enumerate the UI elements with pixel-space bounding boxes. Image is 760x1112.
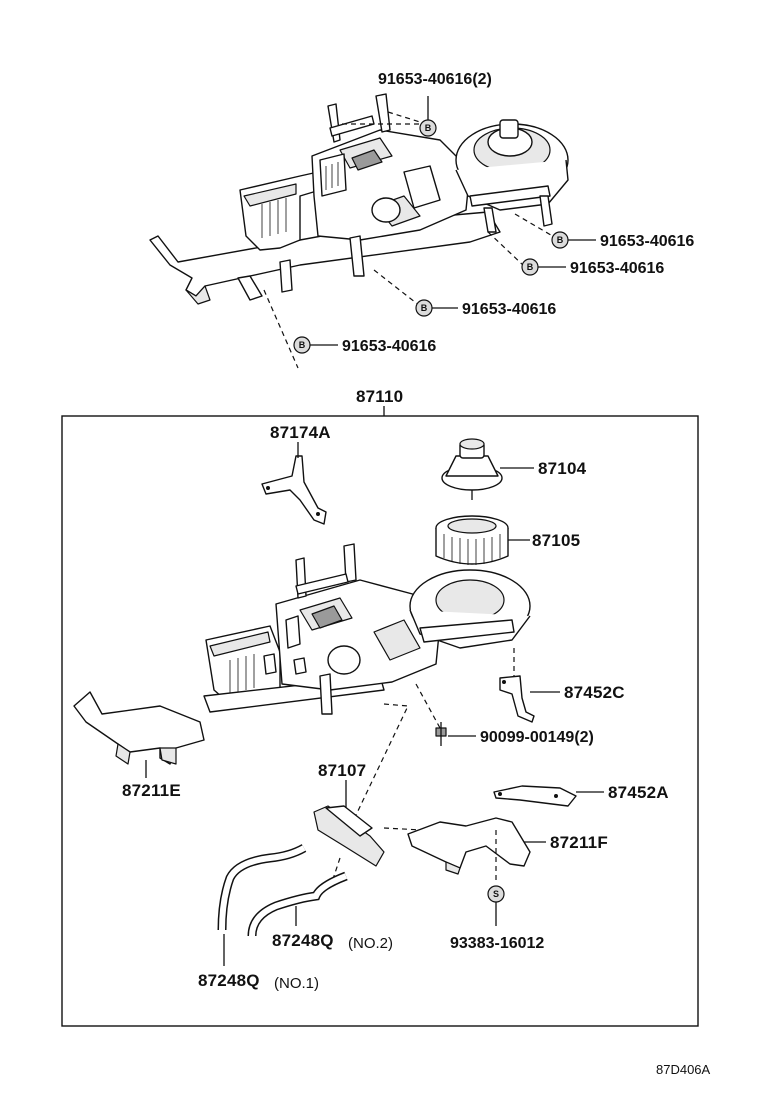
svg-text:S: S [493, 889, 499, 899]
svg-text:(NO.2): (NO.2) [348, 935, 393, 952]
svg-text:91653-40616: 91653-40616 [600, 233, 694, 250]
callout-91653-40616-b: B 91653-40616 [521, 258, 664, 277]
svg-text:B: B [557, 235, 564, 245]
part-87248Q-no2: 87248Q (NO.2) [247, 857, 393, 952]
svg-text:87107: 87107 [318, 761, 366, 780]
part-87105: 87105 [435, 515, 580, 565]
assembly-label: 87110 [356, 387, 403, 406]
diagram-code: 87D406A [656, 1062, 711, 1077]
svg-text:90099-00149(2): 90099-00149(2) [480, 729, 594, 746]
svg-text:93383-16012: 93383-16012 [450, 935, 544, 952]
part-87107: 87107 [313, 703, 409, 867]
svg-text:87211E: 87211E [122, 781, 181, 800]
part-87211E: 87211E [73, 691, 205, 800]
svg-text:87452C: 87452C [564, 683, 625, 702]
svg-text:87248Q: 87248Q [198, 971, 260, 990]
assembly-box [61, 415, 699, 1027]
callout-91653-40616-a: B 91653-40616 [551, 231, 694, 250]
svg-text:87211F: 87211F [550, 833, 608, 852]
callout-91653-40616-2: B 91653-40616(2) [378, 71, 492, 137]
part-87211F: 87211F [383, 817, 608, 884]
callout-91653-40616-d: B 91653-40616 [293, 336, 436, 355]
svg-text:B: B [527, 262, 534, 272]
top-heater-blower-assembly [149, 93, 569, 305]
svg-text:87104: 87104 [538, 459, 587, 478]
callout-91653-40616-c: B 91653-40616 [415, 299, 556, 318]
svg-text:91653-40616: 91653-40616 [570, 260, 664, 277]
svg-text:87105: 87105 [532, 531, 580, 550]
top-leaders [263, 96, 596, 369]
svg-text:91653-40616: 91653-40616 [342, 338, 436, 355]
svg-text:B: B [299, 340, 306, 350]
svg-text:(NO.1): (NO.1) [274, 975, 319, 992]
heater-unit-assembly [203, 543, 531, 715]
svg-text:87174A: 87174A [270, 423, 331, 442]
part-90099-00149: 90099-00149(2) [415, 683, 594, 746]
svg-text:91653-40616: 91653-40616 [462, 301, 556, 318]
part-93383-16012: S 93383-16012 [450, 885, 544, 952]
part-87452C: 87452C [499, 648, 625, 723]
svg-text:91653-40616(2): 91653-40616(2) [378, 71, 492, 88]
part-87452A: 87452A [493, 783, 669, 807]
part-87174A: 87174A [261, 423, 331, 525]
part-87248Q-no1: 87248Q (NO.1) [198, 844, 319, 992]
part-87104: 87104 [441, 438, 587, 500]
svg-text:87452A: 87452A [608, 783, 669, 802]
svg-text:87248Q: 87248Q [272, 931, 334, 950]
svg-text:B: B [425, 123, 432, 133]
svg-text:B: B [421, 303, 428, 313]
